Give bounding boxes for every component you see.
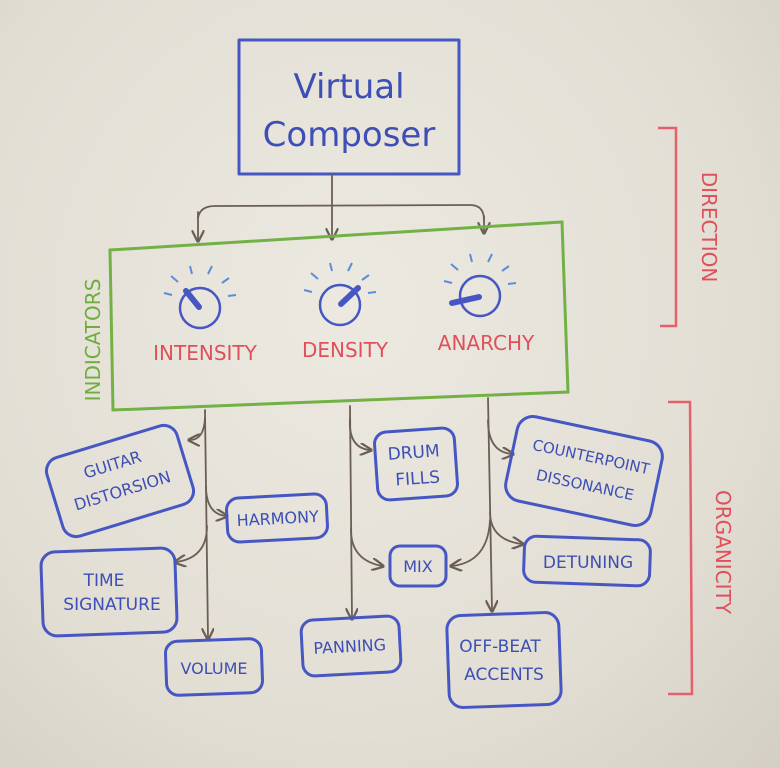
node-panning: PANNING (299, 614, 403, 678)
arrow-drum-fills (348, 417, 370, 450)
indicators-label: INDICATORS (81, 279, 105, 402)
intensity-knob-pointer (183, 288, 202, 310)
composer-to-indicators-arrows (197, 173, 485, 240)
density-knob-pointer (338, 285, 361, 307)
composer-line2: Composer (263, 115, 436, 155)
time-signature-line2: SIGNATURE (63, 595, 160, 615)
density-label: DENSITY (302, 338, 389, 362)
density-knob-dial[interactable] (318, 283, 362, 327)
arrow-harmony (205, 485, 226, 516)
output-arrows (176, 397, 522, 638)
drum-fills-line2: FILLS (395, 467, 441, 490)
node-time-signature: TIME SIGNATURE (39, 546, 179, 638)
intensity-label: INTENSITY (153, 341, 257, 365)
panning-label: PANNING (313, 635, 386, 658)
detuning-label: DETUNING (543, 553, 633, 573)
knob-intensity[interactable]: INTENSITY (153, 265, 258, 365)
organicity-bracket: ORGANICITY (668, 400, 735, 696)
direction-bracket: DIRECTION (658, 126, 721, 328)
direction-label: DIRECTION (697, 172, 721, 283)
virtual-composer-node: Virtual Composer (237, 38, 461, 176)
drum-fills-line1: DRUM (387, 441, 440, 465)
mix-label: MIX (403, 557, 433, 576)
arrow-guitar-distorsion (190, 417, 206, 440)
node-mix: MIX (388, 544, 448, 588)
accents-line2: ACCENTS (464, 665, 544, 685)
harmony-label: HARMONY (236, 507, 319, 530)
knob-anarchy[interactable]: ANARCHY (438, 253, 535, 355)
knob-density[interactable]: DENSITY (302, 262, 389, 362)
node-detuning: DETUNING (522, 534, 652, 588)
arrow-counterpoint (487, 419, 512, 454)
arrow-time-signature (176, 525, 208, 562)
anarchy-knob-pointer (449, 294, 482, 306)
composer-box (237, 38, 461, 176)
direction-bracket-line (658, 126, 678, 328)
arrow-panning (350, 405, 352, 618)
time-signature-line1: TIME (83, 571, 125, 591)
volume-label: VOLUME (181, 659, 248, 678)
branch-line (197, 204, 485, 221)
organicity-bracket-line (668, 400, 694, 696)
composer-line1: Virtual (293, 67, 404, 107)
arrow-volume (205, 411, 208, 638)
intensity-knob-dial[interactable] (178, 286, 222, 330)
arrow-mix-right (452, 519, 491, 566)
off-beat-line1: OFF-BEAT (459, 637, 541, 657)
anarchy-knob-dial[interactable] (458, 274, 502, 318)
anarchy-label: ANARCHY (438, 331, 535, 355)
node-drum-fills: DRUM FILLS (373, 426, 459, 502)
node-harmony: HARMONY (225, 492, 329, 544)
organicity-label: ORGANICITY (711, 490, 735, 615)
node-guitar-distorsion: GUITAR DISTORSION (44, 423, 196, 539)
node-off-beat-accents: OFF-BEAT ACCENTS (445, 611, 563, 709)
indicators-box (108, 220, 570, 412)
node-counterpoint-dissonance: COUNTERPOINT DISSONANCE (504, 415, 664, 527)
node-volume: VOLUME (163, 637, 265, 697)
indicators-node: INDICATORS (81, 220, 570, 412)
arrow-detuning (489, 511, 522, 544)
arrow-mix (350, 527, 382, 566)
